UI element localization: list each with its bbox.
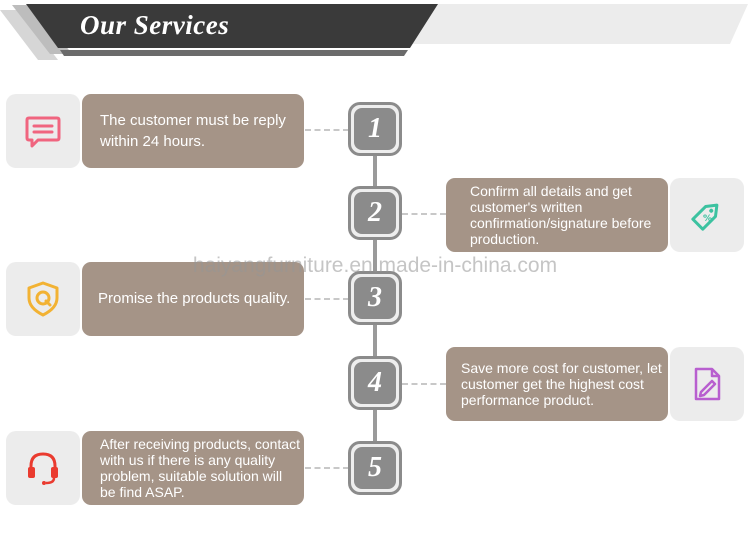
step-2-badge: 2 (348, 186, 402, 240)
document-edit-icon (694, 367, 721, 401)
step-1-text: The customer must be reply within 24 hou… (100, 112, 286, 150)
step-2-card: Confirm all details and get customer's w… (446, 178, 668, 252)
step-5-number: 5 (354, 447, 396, 489)
headset-icon (28, 452, 58, 485)
page-title: Our Services (80, 10, 230, 40)
step-5-icon-box (6, 431, 80, 505)
step-3-card: Promise the products quality. (82, 262, 304, 336)
connector-1 (305, 129, 349, 131)
step-4-text: Save more cost for customer, let custome… (461, 360, 662, 408)
step-3-icon-box (6, 262, 80, 336)
step-3-badge: 3 (348, 271, 402, 325)
price-tag-icon: % (691, 203, 719, 231)
step-4-number: 4 (354, 362, 396, 404)
connector-4 (402, 383, 446, 385)
step-5-badge: 5 (348, 441, 402, 495)
step-1-card: The customer must be reply within 24 hou… (82, 94, 304, 168)
step-1-icon-box (6, 94, 80, 168)
step-5-card: After receiving products, contact with u… (82, 431, 304, 505)
step-3-text: Promise the products quality. (98, 290, 291, 307)
step-3-number: 3 (354, 277, 396, 319)
svg-text:%: % (703, 214, 712, 224)
step-5-text: After receiving products, contact with u… (100, 436, 300, 500)
step-1-badge: 1 (348, 102, 402, 156)
chat-message-icon (25, 116, 61, 148)
step-4-badge: 4 (348, 356, 402, 410)
step-4-icon-box (670, 347, 744, 421)
header-banner (0, 4, 748, 60)
step-2-text: Confirm all details and get customer's w… (470, 183, 652, 247)
step-2-icon-box: % (670, 178, 744, 252)
connector-3 (305, 298, 349, 300)
step-4-card: Save more cost for customer, let custome… (446, 347, 668, 421)
connector-2 (402, 213, 446, 215)
connector-5 (305, 467, 349, 469)
watermark: haiyangfurniture.en.made-in-china.com (192, 254, 558, 277)
step-2-number: 2 (354, 192, 396, 234)
step-1-number: 1 (354, 108, 396, 150)
quality-shield-icon (27, 281, 59, 317)
